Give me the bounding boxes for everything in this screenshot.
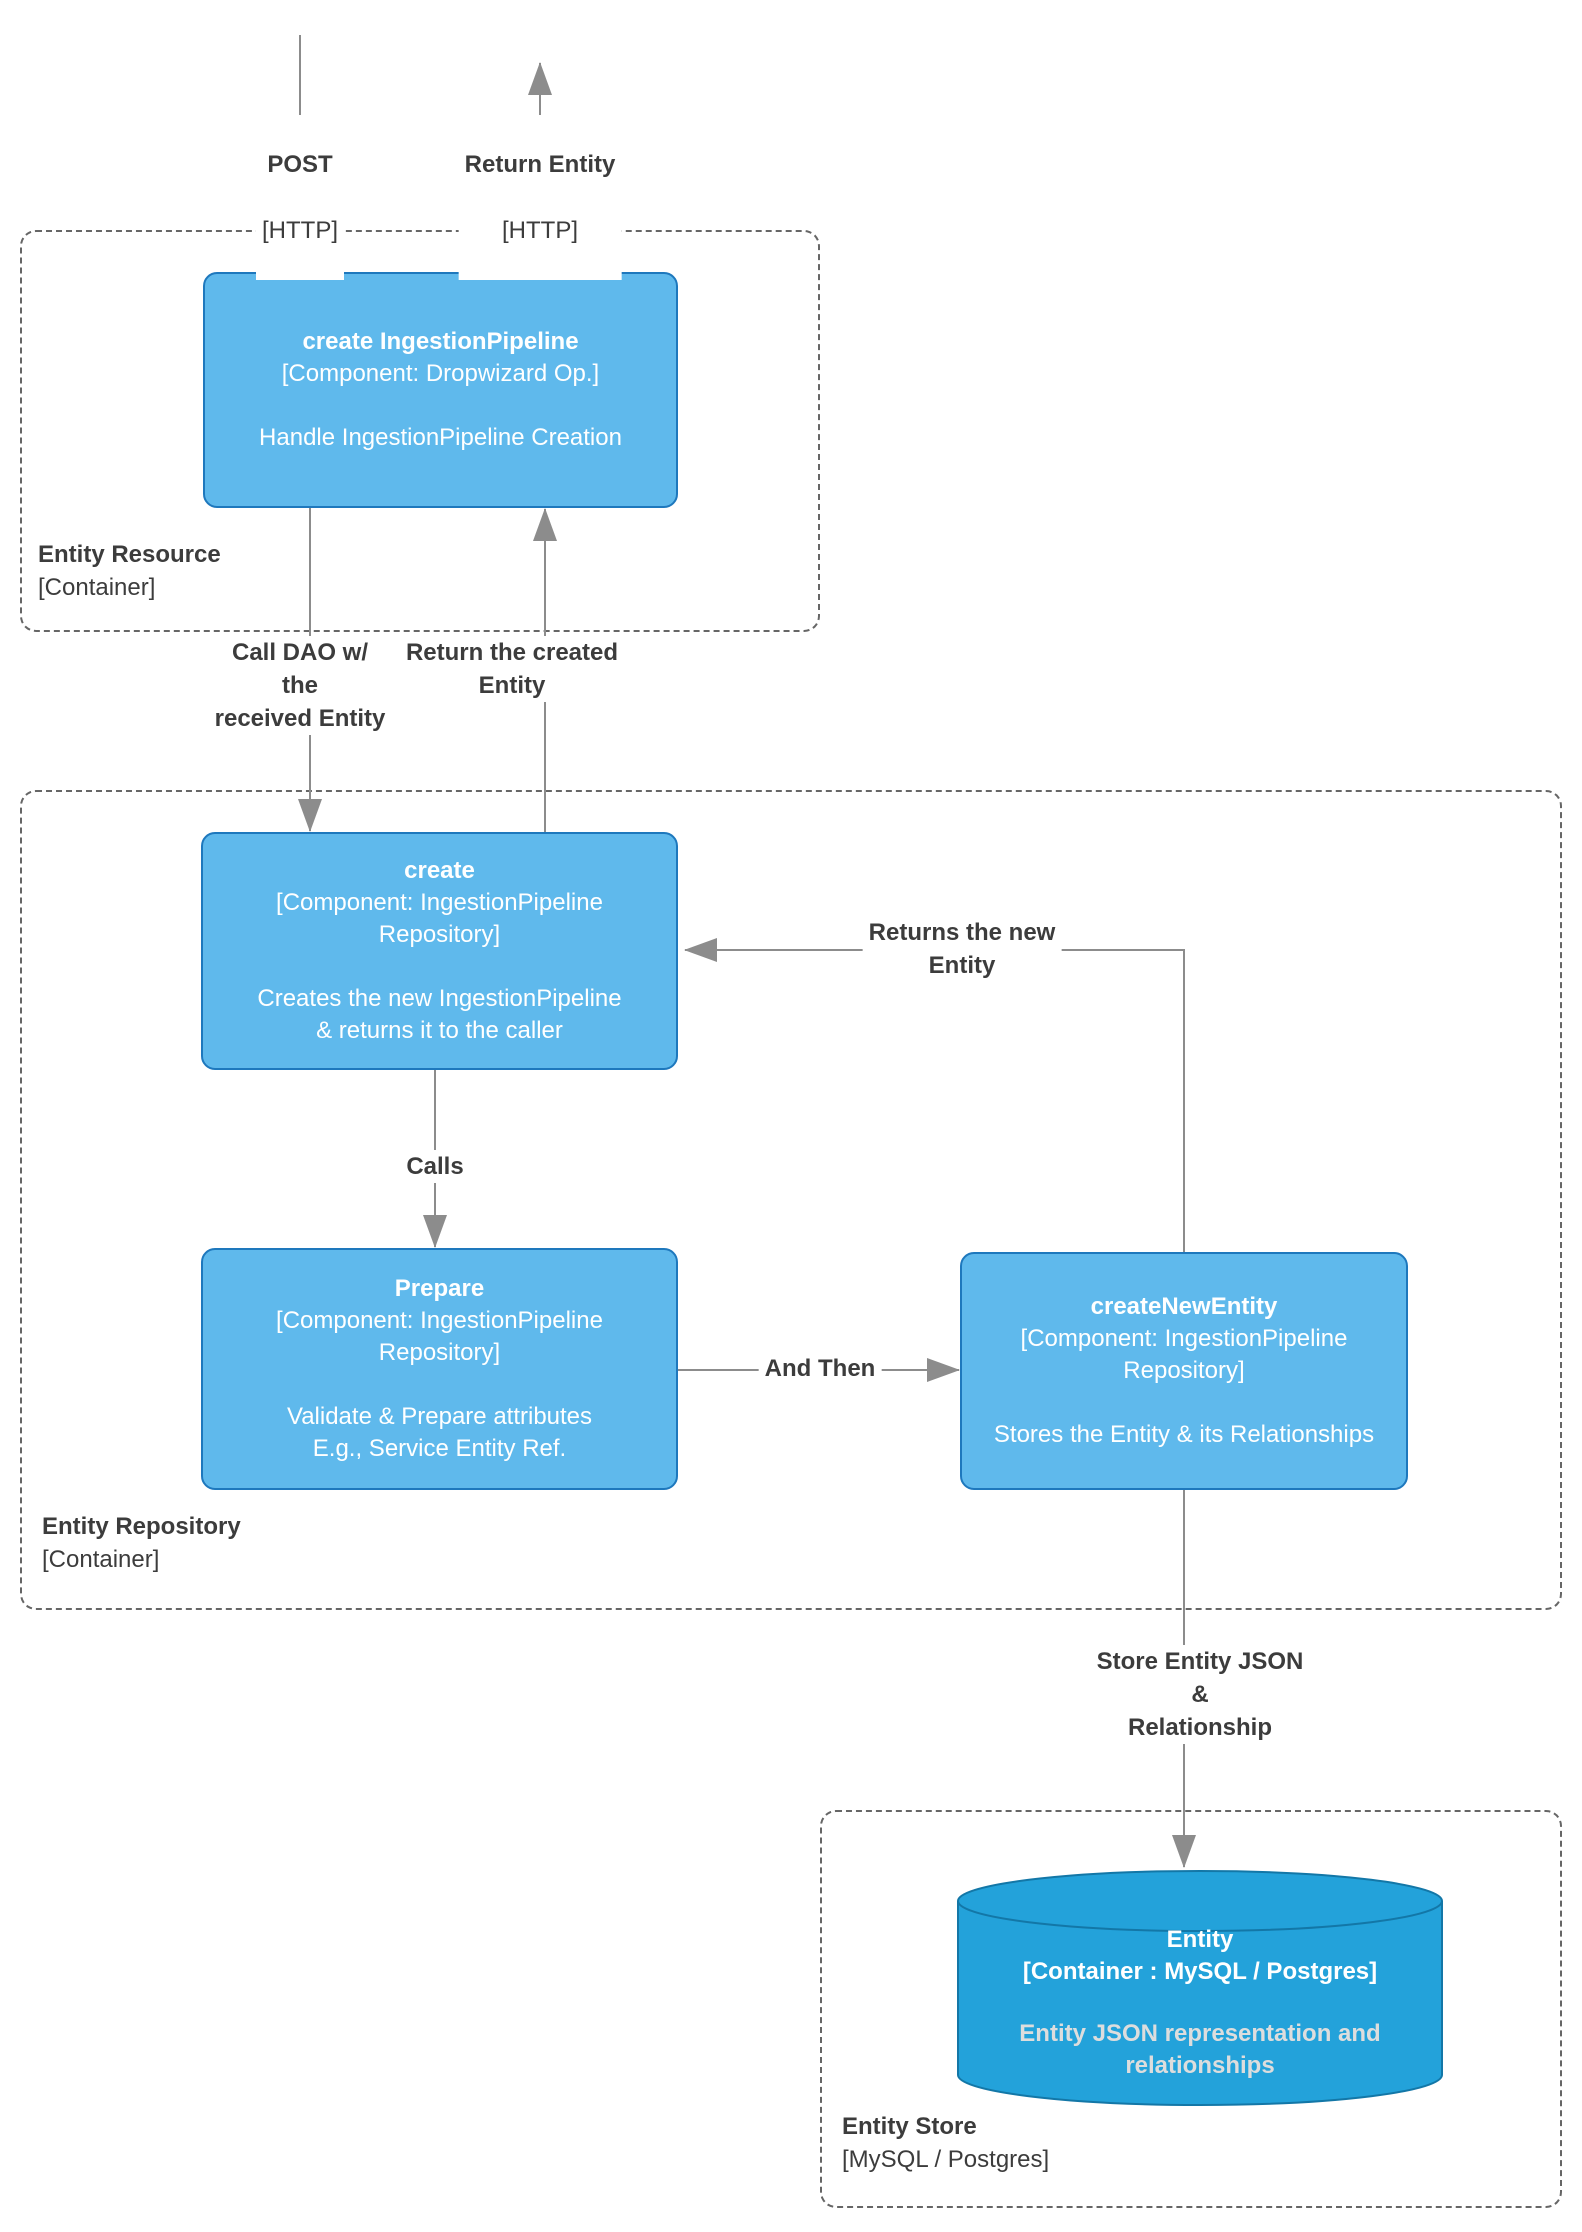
- node-description: Validate & Prepare attributes E.g., Serv…: [286, 1403, 593, 1462]
- node-description: Handle IngestionPipeline Creation: [259, 424, 622, 451]
- container-title: Entity Repository: [42, 1513, 241, 1540]
- edge-label-calls: Calls: [400, 1150, 470, 1183]
- container-label-entity-store: Entity Store [MySQL / Postgres]: [842, 2110, 1049, 2176]
- node-description: Entity JSON representation and relations…: [1019, 2020, 1381, 2079]
- node-create-new-entity[interactable]: createNewEntity [Component: IngestionPip…: [960, 1252, 1408, 1490]
- edge-label-return-created: Return the created Entity: [399, 636, 625, 702]
- container-label-entity-resource: Entity Resource [Container]: [38, 538, 221, 604]
- node-create[interactable]: create [Component: IngestionPipeline Rep…: [201, 832, 678, 1070]
- node-description: Stores the Entity & its Relationships: [993, 1421, 1375, 1448]
- node-description: Creates the new IngestionPipeline & retu…: [257, 985, 622, 1044]
- node-meta: [Component: IngestionPipeline Repository…: [276, 889, 603, 948]
- node-title: create: [404, 857, 475, 884]
- node-create-ingestion-pipeline[interactable]: create IngestionPipeline [Component: Dro…: [203, 272, 678, 508]
- edge-label-return-entity: Return Entity [HTTP]: [458, 115, 622, 280]
- node-meta: [Container : MySQL / Postgres]: [1022, 1958, 1378, 1985]
- edge-subtitle: [HTTP]: [501, 217, 578, 244]
- node-prepare[interactable]: Prepare [Component: IngestionPipeline Re…: [201, 1248, 678, 1490]
- edge-label-store-json: Store Entity JSON & Relationship: [1090, 1645, 1310, 1744]
- node-entity-db-label: Entity [Container : MySQL / Postgres] En…: [958, 1924, 1442, 2082]
- edge-title: POST: [267, 151, 333, 178]
- container-title: Entity Store: [842, 2113, 977, 2140]
- container-label-entity-repository: Entity Repository [Container]: [42, 1510, 241, 1576]
- node-title: createNewEntity: [1090, 1293, 1278, 1320]
- edge-label-call-dao: Call DAO w/ the received Entity: [208, 636, 392, 735]
- node-title: Prepare: [394, 1275, 485, 1302]
- node-title: Entity: [1166, 1926, 1234, 1953]
- node-meta: [Component: IngestionPipeline Repository…: [1020, 1325, 1348, 1384]
- container-title: Entity Resource: [38, 541, 221, 568]
- container-subtitle: [Container]: [38, 574, 156, 601]
- edge-subtitle: [HTTP]: [262, 217, 338, 244]
- edge-label-and-then: And Then: [758, 1352, 882, 1385]
- node-meta: [Component: IngestionPipeline Repository…: [276, 1307, 603, 1366]
- node-title: create IngestionPipeline: [302, 328, 579, 355]
- container-entity-resource[interactable]: [20, 230, 820, 632]
- container-entity-store[interactable]: [820, 1810, 1562, 2208]
- edge-label-post: POST [HTTP]: [256, 115, 344, 280]
- edge-title: Return Entity: [464, 151, 616, 178]
- node-meta: [Component: Dropwizard Op.]: [281, 360, 600, 387]
- container-entity-repository[interactable]: [20, 790, 1562, 1610]
- container-subtitle: [Container]: [42, 1546, 160, 1573]
- edge-label-returns-new: Returns the new Entity: [862, 916, 1062, 982]
- container-subtitle: [MySQL / Postgres]: [842, 2146, 1050, 2173]
